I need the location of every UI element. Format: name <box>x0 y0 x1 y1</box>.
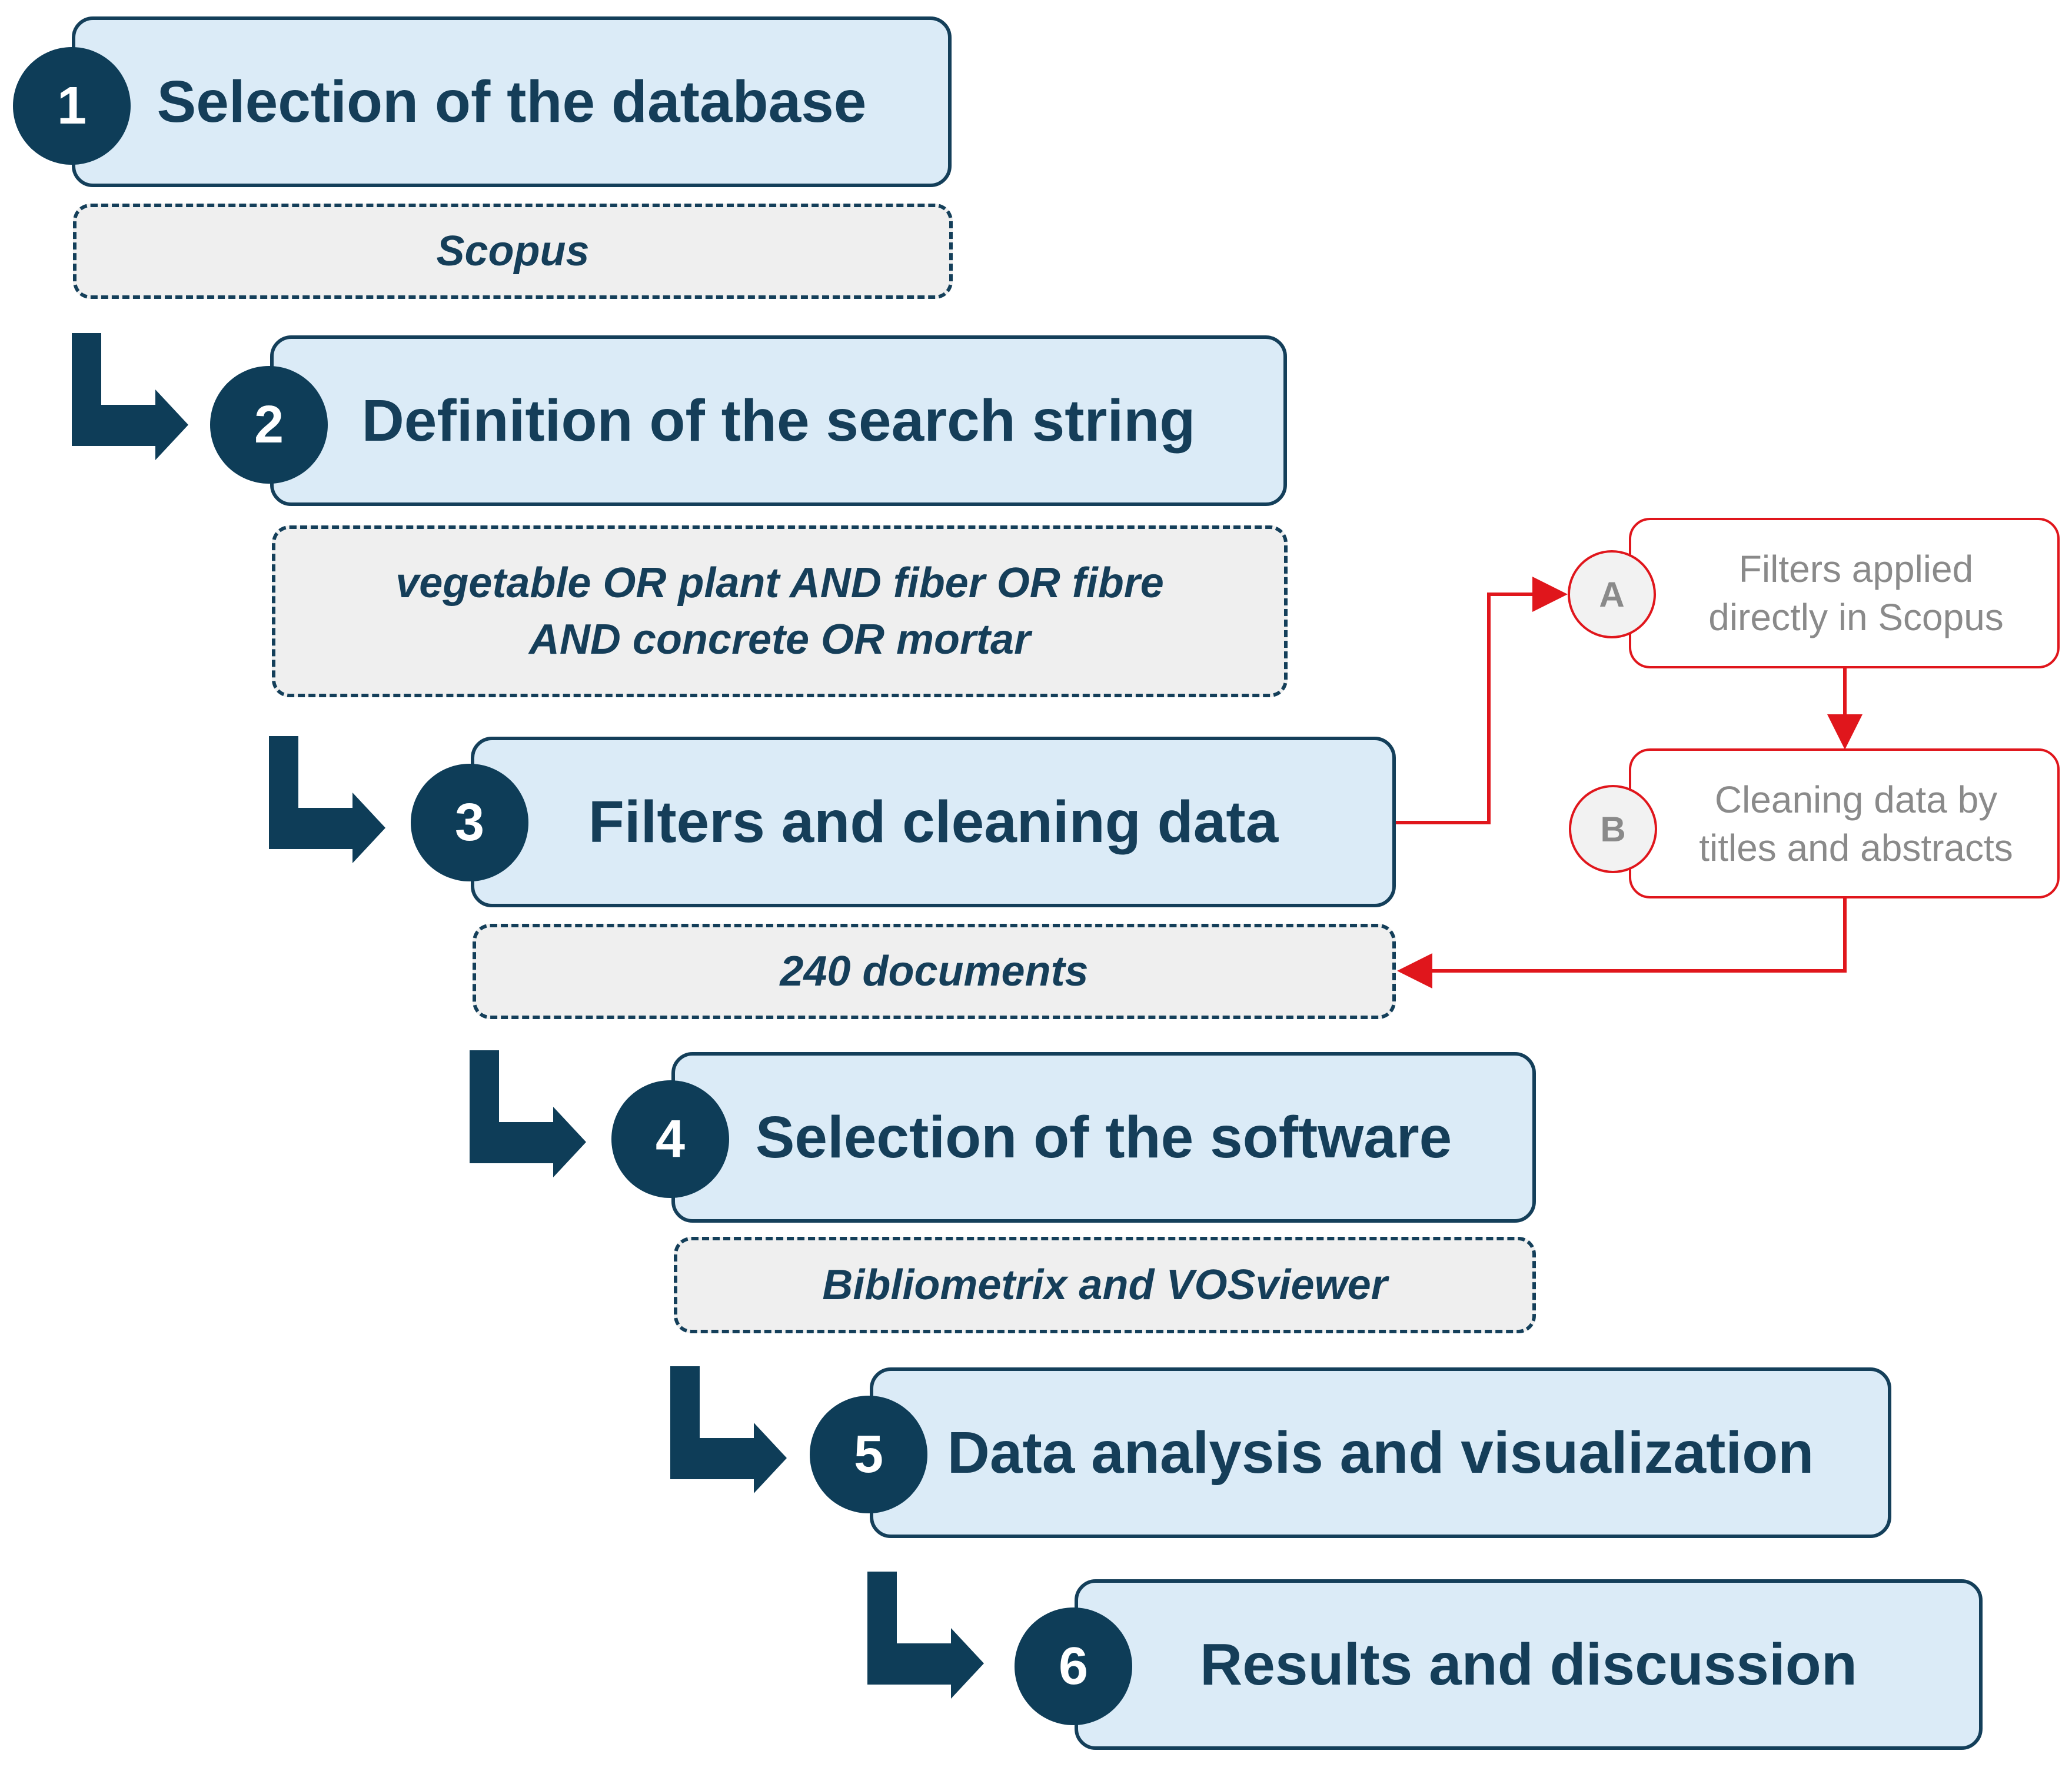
step-note-2-line-2: AND concrete OR mortar <box>528 616 1031 663</box>
step-note-1: Scopus <box>436 228 590 275</box>
substep-letter-b: B <box>1600 809 1626 849</box>
substep-letter-a: A <box>1599 574 1625 614</box>
step-title-3: Filters and cleaning data <box>588 788 1279 855</box>
step-title-5: Data analysis and visualization <box>947 1419 1814 1486</box>
step-note-box-3: 240 documents <box>473 924 1396 1019</box>
substep-a-line-2: directly in Scopus <box>1708 596 2004 638</box>
step-box-2: Definition of the search string <box>270 335 1287 506</box>
step-number-badge-6: 6 <box>1015 1607 1132 1725</box>
step-box-6: Results and discussion <box>1075 1579 1983 1750</box>
step-box-5: Data analysis and visualization <box>870 1367 1891 1538</box>
step-arrow-1-2 <box>72 333 188 460</box>
step-number-badge-2: 2 <box>210 366 328 484</box>
substep-box-a: Filters applied directly in Scopus <box>1629 518 2060 668</box>
step-arrow-3-4 <box>470 1050 586 1177</box>
step-title-1: Selection of the database <box>157 68 867 135</box>
step-number-4: 4 <box>655 1109 686 1169</box>
flow-line-B-to-documents <box>1397 898 1847 988</box>
substep-badge-b: B <box>1569 785 1657 873</box>
substep-text-b: Cleaning data by titles and abstracts <box>1675 775 2013 872</box>
step-note-2: vegetable OR plant AND fiber OR fibre AN… <box>395 555 1164 668</box>
step-number-badge-3: 3 <box>411 764 528 881</box>
step-number-5: 5 <box>853 1424 884 1484</box>
step-note-3: 240 documents <box>780 948 1089 995</box>
substep-a-line-1: Filters applied <box>1738 548 1974 590</box>
step-number-badge-4: 4 <box>611 1080 729 1198</box>
step-note-box-4: Bibliometrix and VOSviewer <box>674 1237 1536 1333</box>
substep-b-line-2: titles and abstracts <box>1699 826 2013 869</box>
step-note-box-1: Scopus <box>73 204 953 299</box>
step-box-4: Selection of the software <box>671 1052 1536 1223</box>
step-note-2-line-1: vegetable OR plant AND fiber OR fibre <box>395 560 1164 607</box>
step-arrow-5-6 <box>867 1572 984 1699</box>
step-note-box-2: vegetable OR plant AND fiber OR fibre AN… <box>272 525 1288 697</box>
step-arrow-4-5 <box>670 1366 787 1493</box>
substep-b-line-1: Cleaning data by <box>1714 778 1998 821</box>
step-note-4: Bibliometrix and VOSviewer <box>822 1262 1388 1309</box>
step-title-6: Results and discussion <box>1200 1631 1857 1698</box>
step-title-2: Definition of the search string <box>361 387 1196 454</box>
flow-line-step3-to-A <box>1394 577 1568 824</box>
step-number-3: 3 <box>454 793 485 852</box>
step-arrow-2-3 <box>269 736 385 863</box>
step-number-badge-5: 5 <box>810 1396 927 1513</box>
substep-badge-a: A <box>1568 550 1656 638</box>
step-number-badge-1: 1 <box>13 47 131 165</box>
step-box-3: Filters and cleaning data <box>471 737 1396 907</box>
step-box-1: Selection of the database <box>72 16 952 187</box>
step-number-1: 1 <box>56 76 87 135</box>
substep-text-a: Filters applied directly in Scopus <box>1685 545 2004 641</box>
step-number-2: 2 <box>254 395 284 454</box>
step-title-4: Selection of the software <box>755 1104 1452 1170</box>
substep-box-b: Cleaning data by titles and abstracts <box>1629 748 2060 898</box>
step-number-6: 6 <box>1058 1636 1089 1696</box>
